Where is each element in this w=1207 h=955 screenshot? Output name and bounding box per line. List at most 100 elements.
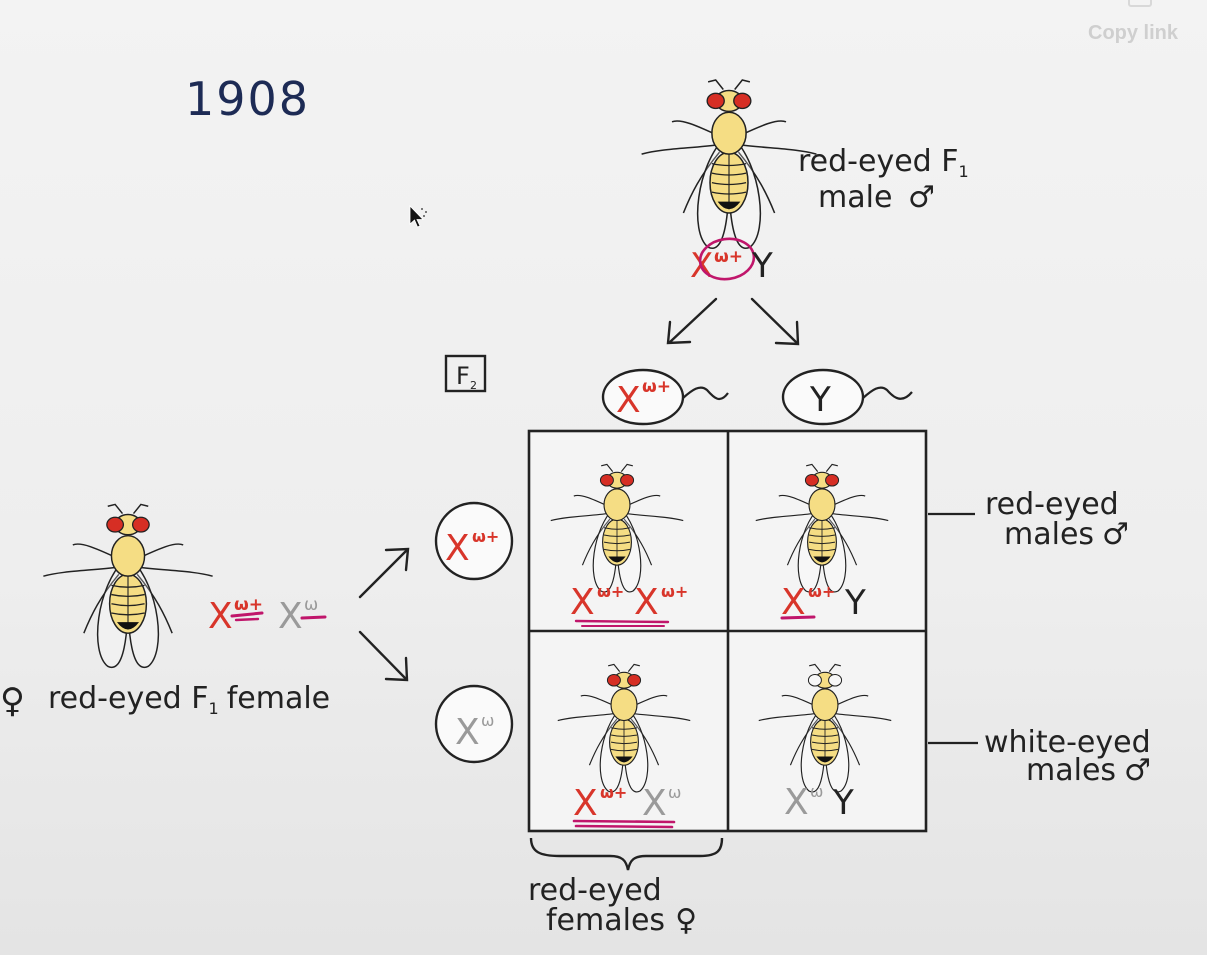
- fly-eye: [627, 673, 642, 687]
- cell-4-allele-2-base: Y: [832, 783, 854, 823]
- fly-leg: [557, 712, 617, 722]
- allele-underline: [300, 615, 327, 620]
- punnett-cell-1-genotype: X ω+ X ω+: [570, 582, 688, 627]
- row-1-label-line2: males♂: [1004, 517, 1129, 552]
- row-2-label-line2: males♂: [1026, 753, 1151, 788]
- cell-1-allele-2-base: X: [634, 582, 659, 623]
- copy-link-label[interactable]: Copy link: [1088, 22, 1179, 44]
- fly-antenna: [608, 663, 621, 672]
- fly-thorax: [711, 111, 747, 155]
- fly-leg: [136, 573, 173, 634]
- male-parent-genotype: X ω+ Y: [690, 237, 773, 286]
- punnett-cell-2-genotype: X ω+ Y: [780, 582, 866, 623]
- fly-thorax: [811, 688, 839, 722]
- male-allele-circle: [698, 237, 756, 281]
- fly-antenna: [107, 503, 124, 515]
- fly-leg: [786, 518, 816, 566]
- row-1-annotation: red-eyed males♂: [928, 487, 1129, 552]
- fly-leg: [832, 712, 892, 722]
- fly-eye: [804, 473, 819, 487]
- fly-thorax: [110, 534, 146, 577]
- allele-underline: [572, 819, 676, 824]
- punnett-cell-2-fly: [755, 463, 889, 593]
- punnett-cell-4-fly: [758, 663, 892, 793]
- fly-leg: [738, 143, 817, 155]
- fly-tail: [813, 556, 831, 563]
- male-gamete-x-allele: ω+: [642, 377, 671, 397]
- cell-4-allele-1: ω: [810, 782, 823, 801]
- mouse-cursor-icon: [409, 205, 427, 228]
- fly-antenna: [620, 463, 633, 472]
- fly-antenna: [734, 79, 751, 90]
- fly-antenna: [601, 463, 614, 472]
- column-label-line1: red-eyed: [528, 873, 662, 908]
- fly-eye: [599, 473, 614, 487]
- arrow-down-right-head: [384, 656, 409, 682]
- fly-antenna: [627, 663, 640, 672]
- fly-antenna: [828, 663, 841, 672]
- fly-eye: [606, 673, 621, 687]
- generation-sub: 2: [470, 379, 477, 392]
- fly-leg: [737, 151, 776, 214]
- fly-leg: [829, 512, 889, 522]
- male-parent-label: red-eyed F1 male ♂: [798, 144, 969, 215]
- column-label-line2: females♀: [546, 903, 697, 938]
- female-genotype-x1-allele: ω+: [234, 595, 263, 615]
- fly-eye: [620, 473, 635, 487]
- female-parent-fly: [43, 503, 213, 669]
- fly-antenna: [132, 503, 149, 515]
- female-gamete-1-base: X: [445, 528, 470, 569]
- female-parent-genotype: X ω+ X ω: [208, 595, 327, 637]
- fly-leg: [624, 512, 684, 522]
- male-parent-label-line1: red-eyed F1: [798, 144, 969, 181]
- cell-1-allele-1: ω+: [597, 582, 624, 601]
- cell-3-allele-2-base: X: [642, 783, 667, 824]
- fly-leg: [588, 718, 618, 766]
- fly-leg: [623, 518, 653, 566]
- cell-1-allele-1-base: X: [570, 582, 595, 623]
- arrow-down-right-icon: [358, 630, 408, 681]
- cell-3-allele-1-base: X: [573, 783, 598, 824]
- row-2-annotation: white-eyed males♂: [928, 725, 1151, 788]
- overlay-corner-icon: [1128, 0, 1152, 7]
- fly-thorax: [610, 688, 638, 722]
- fly-thorax: [603, 488, 631, 522]
- fly-antenna: [806, 463, 819, 472]
- arrow-up-right-head: [384, 547, 410, 572]
- male-parent-fly: [641, 79, 817, 250]
- male-parent-label-line2: male ♂: [818, 180, 935, 215]
- fly-antenna: [825, 463, 838, 472]
- year-label: 1908: [185, 72, 310, 126]
- punnett-cell-3-genotype: X ω+ X ω: [572, 783, 681, 829]
- male-gamete-y-base: Y: [809, 380, 831, 420]
- row-1-label-line1: red-eyed: [985, 487, 1119, 522]
- sperm-tail-icon: [682, 386, 729, 401]
- fly-leg: [550, 512, 610, 522]
- fly-leg: [755, 512, 815, 522]
- copy-link-overlay[interactable]: Copy link: [1088, 22, 1188, 52]
- cell-2-allele-1: ω+: [808, 582, 835, 601]
- cell-1-allele-2: ω+: [661, 582, 688, 601]
- female-gamete-2-allele: ω: [481, 711, 494, 730]
- male-gamete-x-base: X: [616, 380, 641, 421]
- fly-eye: [828, 673, 843, 687]
- cell-2-allele-2-base: Y: [844, 583, 866, 623]
- row-2-label-line1: white-eyed: [984, 725, 1151, 760]
- arrow-up-right-icon: [358, 548, 409, 599]
- allele-underline: [574, 619, 670, 624]
- allele-underline: [574, 824, 674, 829]
- fly-leg: [630, 718, 660, 766]
- cell-3-allele-2: ω: [668, 783, 681, 802]
- female-gamete-arrows: [358, 547, 410, 682]
- male-genotype-y: Y: [751, 246, 773, 286]
- punnett-square: [527, 429, 928, 833]
- fly-tail: [608, 556, 626, 563]
- female-genotype-x1: X: [208, 596, 233, 637]
- allele-underline: [780, 615, 816, 620]
- sperm-tail-icon: [862, 386, 913, 400]
- female-symbol: ♀: [0, 681, 25, 721]
- fly-thorax: [808, 488, 836, 522]
